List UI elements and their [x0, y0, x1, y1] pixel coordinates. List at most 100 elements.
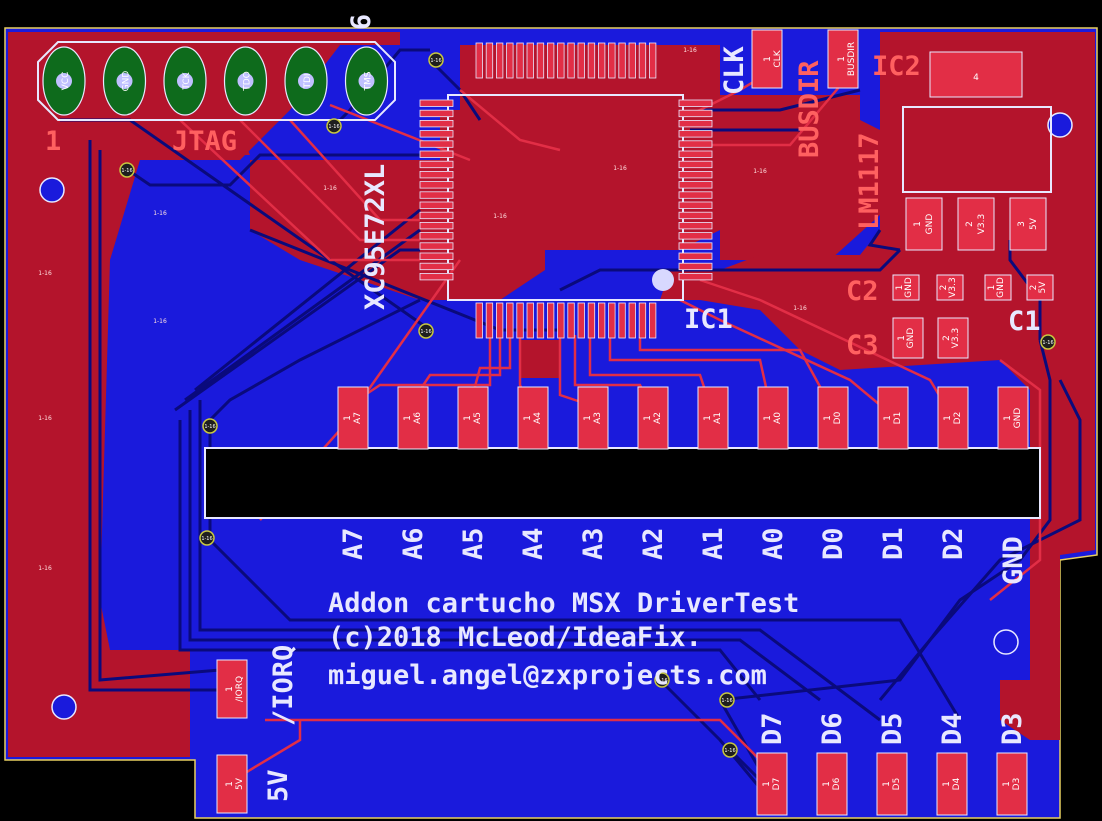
- ic1-pad: [506, 42, 514, 79]
- jtag-drill: [358, 73, 375, 89]
- edge-label-a7: A7: [338, 527, 369, 560]
- pad-label: A0: [773, 412, 783, 424]
- pad-label: D6: [832, 777, 842, 790]
- pad-label: 1: [823, 415, 833, 421]
- jtag-pin-label: TDI: [303, 73, 313, 89]
- ic1-pad: [516, 42, 524, 79]
- pad-label: 1: [1003, 415, 1013, 421]
- via: 1-16: [202, 418, 218, 434]
- ic1-pad: [536, 302, 545, 339]
- pad-label: D7: [772, 778, 782, 791]
- via: 1-16: [418, 323, 434, 339]
- ic1-pad: [577, 42, 585, 79]
- pad-label: 2: [939, 285, 949, 291]
- pad-label: V3.3: [951, 328, 961, 348]
- ic1-pad: [557, 42, 565, 79]
- ic1-pad: [678, 252, 713, 260]
- ic1-pad: [678, 201, 713, 209]
- ic1-pad: [419, 272, 454, 281]
- jtag-label: JTAG: [172, 126, 237, 157]
- edge-pad: [517, 386, 549, 450]
- vias: 1-161-161-161-161-161-161-161-161-161-16…: [38, 47, 1056, 758]
- edge-pad: [637, 386, 669, 450]
- svg-text:1: 1: [763, 56, 773, 62]
- svg-text:1: 1: [225, 686, 235, 692]
- via: 1-16: [1040, 334, 1056, 350]
- via: 1-16: [654, 672, 670, 688]
- via: 1-16: [119, 162, 135, 178]
- capacitor-pad: [892, 317, 924, 359]
- pad-label: 1: [943, 415, 953, 421]
- pad-label: 1: [523, 415, 533, 421]
- ic1-pad: [419, 160, 454, 169]
- bottom-label-d7: D7: [757, 712, 788, 745]
- ic1-pad: [419, 221, 454, 230]
- title-line-3: miguel.angel@zxprojects.com: [328, 660, 767, 691]
- via-ring: [654, 672, 670, 688]
- ic1-pad: [567, 302, 575, 339]
- jtag-pin-1: VCC: [42, 46, 86, 116]
- pad-label: A2: [653, 412, 663, 424]
- 5v-pad: 1 5V: [216, 754, 248, 814]
- bottom-label-d3: D3: [997, 712, 1028, 745]
- edge-pad: [996, 752, 1028, 816]
- pad-label: 5V: [1029, 217, 1039, 230]
- jtag-pin-label: TCK: [182, 71, 192, 90]
- ic1-pad: [678, 160, 713, 169]
- pad-label: 1: [703, 415, 713, 421]
- ic1-pad: [526, 302, 534, 339]
- busdir-pad: 1 BUSDIR: [827, 29, 859, 89]
- ic1-pad: [678, 191, 713, 199]
- mounting-holes: [39, 112, 1073, 720]
- edge-label-a2: A2: [638, 527, 669, 560]
- pad-label: 2: [1029, 285, 1039, 291]
- ic1-pad: [678, 130, 713, 138]
- ic1-pad: [495, 302, 504, 339]
- net-label: 1-16: [793, 305, 807, 312]
- capacitor-pad: [984, 274, 1012, 301]
- pad-label: 1: [882, 781, 892, 787]
- ic1-pad: [419, 120, 454, 128]
- capacitor-pad: [936, 274, 964, 301]
- ic1-pad: [536, 42, 545, 79]
- via-label: 1-16: [328, 124, 339, 130]
- svg-text:1: 1: [837, 56, 847, 62]
- ic1-pad: [419, 262, 454, 271]
- pad-label: 1: [822, 781, 832, 787]
- c2-reference: C2: [846, 276, 879, 307]
- net-label: 1-16: [153, 210, 167, 217]
- pad-label: GND: [996, 277, 1006, 298]
- svg-text:/IORQ: /IORQ: [235, 676, 245, 702]
- ic1-left-pads: [419, 99, 454, 281]
- jtag-pin1-marker: 1: [45, 126, 61, 157]
- ic1-pad: [485, 42, 494, 79]
- pad-label: 1: [583, 415, 593, 421]
- ic1-pad: [587, 302, 596, 339]
- ic1-pad: [419, 150, 454, 158]
- ic1-pad: [419, 191, 454, 199]
- edge-pad: [817, 386, 849, 450]
- ic1-pad: [678, 170, 713, 179]
- busdir-label: BUSDIR: [794, 60, 825, 158]
- pad-label: D5: [892, 778, 902, 791]
- ic1-pad: [547, 42, 555, 79]
- ic1-pad: [678, 181, 713, 189]
- pad-label: D4: [952, 777, 962, 790]
- via-label: 1-16: [724, 748, 735, 754]
- edge-pad: [397, 386, 429, 450]
